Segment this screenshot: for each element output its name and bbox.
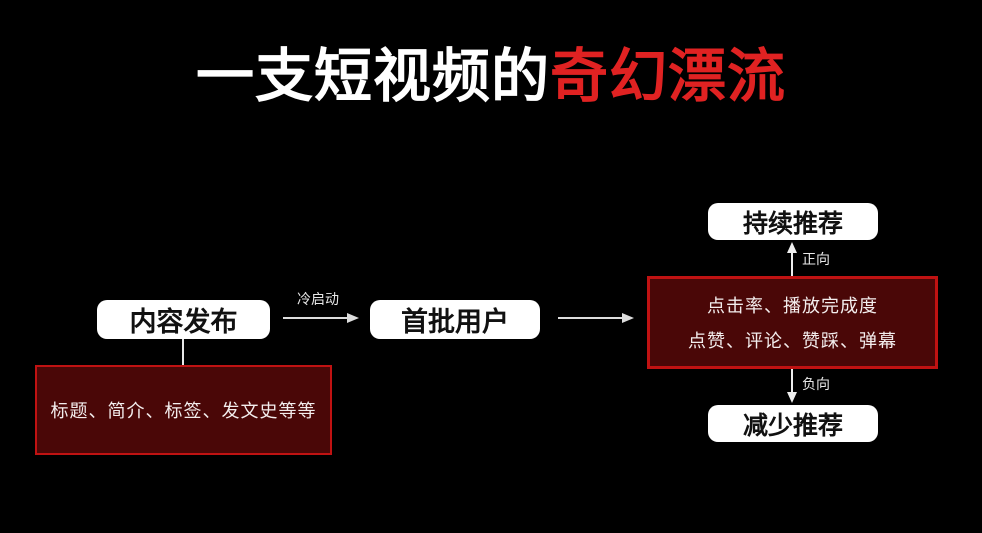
node-reduce-recommend-label: 减少推荐 [742,411,843,440]
arrow-right-icon [558,312,634,324]
node-content-publish: 内容发布 [97,300,270,339]
negative-label: 负向 [802,376,830,392]
arrow-right-icon [283,312,359,324]
arrow-up-icon [786,242,798,276]
metadata-box: 标题、简介、标签、发文史等等 [35,365,332,455]
node-first-users: 首批用户 [370,300,540,339]
node-content-publish-label: 内容发布 [129,307,238,337]
node-reduce-recommend: 减少推荐 [708,405,878,442]
arrow-down-icon [786,369,798,403]
cold-start-label: 冷启动 [297,291,339,307]
positive-label: 正向 [802,251,830,267]
page-title: 一支短视频的奇幻漂流 [0,44,982,111]
metrics-box: 点击率、播放完成度 点赞、评论、赞踩、弹幕 [647,276,938,369]
metrics-line1: 点击率、播放完成度 [707,295,878,316]
title-red-part: 奇幻漂流 [550,44,787,109]
node-continue-recommend-label: 持续推荐 [742,209,843,238]
metadata-box-label: 标题、简介、标签、发文史等等 [50,401,317,421]
node-continue-recommend: 持续推荐 [708,203,878,240]
title-white-part: 一支短视频的 [195,44,550,109]
connector-line [182,339,184,365]
node-first-users-label: 首批用户 [401,307,509,337]
metrics-line2: 点赞、评论、赞踩、弹幕 [688,331,897,352]
